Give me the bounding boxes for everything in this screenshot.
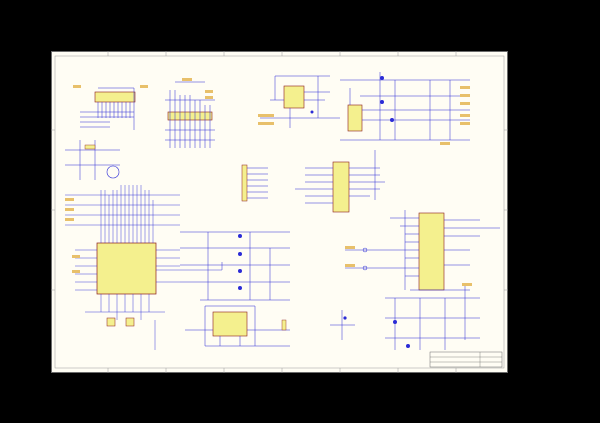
header-mid bbox=[241, 164, 268, 202]
crystal-section-left bbox=[65, 140, 120, 180]
relay-ic-mid bbox=[204, 305, 290, 347]
switching-section-top-right bbox=[340, 72, 470, 145]
driver-ic-center bbox=[295, 150, 385, 213]
title-block bbox=[429, 351, 503, 368]
mcu-qfp-left bbox=[65, 185, 222, 350]
inner-frame bbox=[54, 55, 505, 369]
zone-ticks bbox=[51, 51, 508, 373]
resistor-network-top bbox=[165, 78, 215, 148]
relay-section-lower-right bbox=[330, 283, 480, 350]
driver-ic-right bbox=[345, 210, 500, 291]
connector-block-top-left bbox=[73, 85, 148, 130]
switch-section-mid bbox=[180, 231, 290, 331]
regulator-section bbox=[258, 75, 340, 128]
